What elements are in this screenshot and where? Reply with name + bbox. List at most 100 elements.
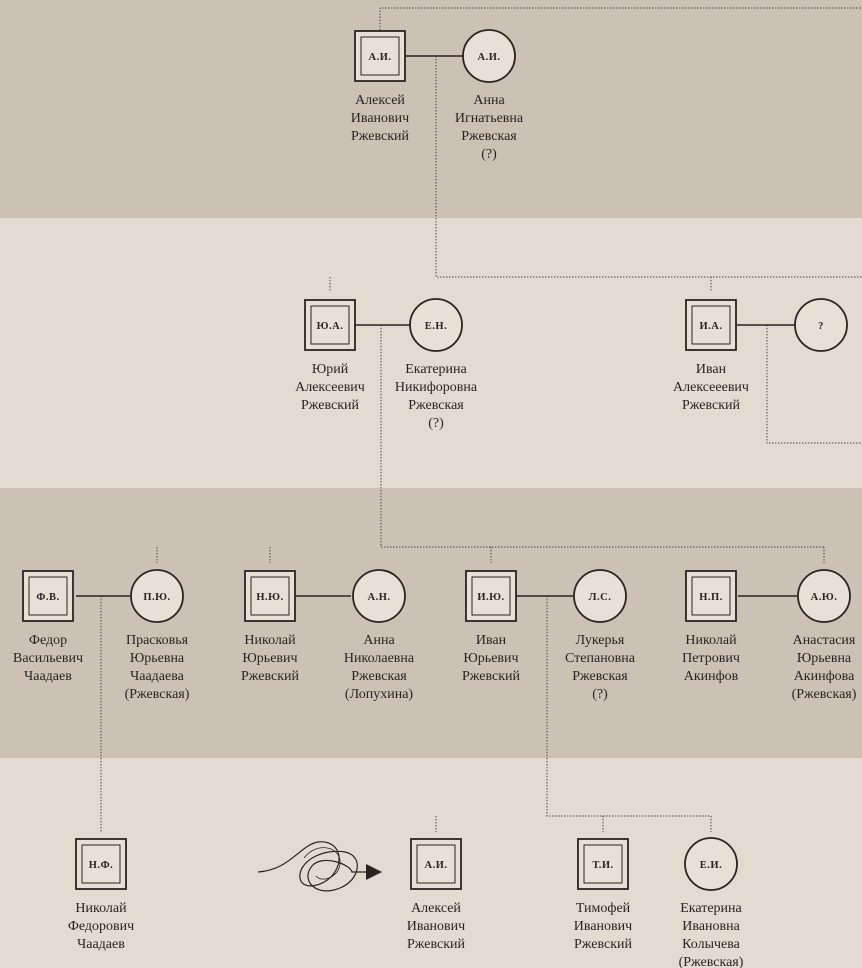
person-name-line: Чаадаева (130, 669, 185, 684)
person-name-line: Игнатьевна (455, 111, 524, 126)
person-name-line: (Ржевская) (125, 687, 190, 702)
male-square-outer (685, 299, 737, 351)
person-initials: А.Н. (368, 592, 391, 603)
male-square-icon (686, 300, 736, 350)
male-square-inner (81, 844, 121, 884)
generation-band-1 (0, 0, 862, 218)
female-circle-icon (462, 29, 516, 83)
descent-line-gen2 (380, 325, 824, 548)
female-circle-icon (684, 837, 738, 891)
person-initials: Н.Ю. (256, 592, 283, 603)
person-name-line: (Ржевская) (679, 955, 744, 968)
person-initials: А.И. (369, 52, 392, 63)
person-initials: Ф.В. (36, 592, 59, 603)
person-initials: ? (818, 321, 824, 332)
person-name-line: Акинфова (794, 669, 855, 684)
person-name-line: Степановна (565, 651, 636, 666)
person-nodes: А.И.АлексейИвановичРжевскийА.И.АннаИгнат… (13, 29, 857, 968)
male-square-icon (245, 571, 295, 621)
descent-lines (100, 7, 862, 832)
person-name-line: Васильевич (13, 651, 83, 666)
person-name-line: Прасковья (126, 633, 189, 648)
person-name-line: Иванович (351, 111, 409, 126)
male-square-inner (471, 576, 511, 616)
male-square-outer (685, 570, 737, 622)
person-q: ? (794, 298, 848, 352)
generation-band-3 (0, 488, 862, 758)
person-initials: А.И. (478, 52, 501, 63)
person-name-line: Ржевская (461, 129, 517, 144)
person-initials: Ю.А. (317, 321, 344, 332)
person-name-line: Иван (476, 633, 507, 648)
female-circle-icon (352, 569, 406, 623)
generation-band-2 (0, 218, 862, 488)
male-square-icon (76, 839, 126, 889)
person-name-line: Петрович (682, 651, 740, 666)
person-initials: Т.И. (592, 860, 613, 871)
marriage-lines (76, 55, 797, 597)
person-name-line: Юрий (312, 362, 349, 377)
male-square-inner (360, 36, 400, 76)
male-square-inner (310, 305, 350, 345)
male-square-outer (244, 570, 296, 622)
person-name-line: Николай (244, 633, 296, 648)
female-circle-icon (573, 569, 627, 623)
male-square-icon (578, 839, 628, 889)
person-name-line: (?) (481, 147, 497, 162)
person-name-line: (Лопухина) (345, 687, 413, 702)
person-initials: И.Ю. (477, 592, 504, 603)
female-circle-icon (409, 298, 463, 352)
person-initials: И.А. (700, 321, 723, 332)
person-name-line: Тимофей (576, 901, 631, 916)
person-name-line: Ржевский (682, 398, 741, 413)
person-name-line: Ржевский (407, 937, 466, 952)
person-name-line: Ржевский (351, 129, 410, 144)
person-name-line: Ржевская (351, 669, 407, 684)
person-name-line: (?) (428, 416, 444, 431)
person-name-line: Алексей (411, 901, 461, 916)
person-name-line: Анна (363, 633, 395, 648)
male-square-outer (577, 838, 629, 890)
male-square-icon (23, 571, 73, 621)
person-name-line: Юрьевна (797, 651, 852, 666)
male-square-outer (354, 30, 406, 82)
person-initials: Н.П. (699, 592, 723, 603)
person-name-line: Иван (696, 362, 727, 377)
male-square-icon (355, 31, 405, 81)
person-name-line: Алексей (355, 93, 405, 108)
male-square-icon (466, 571, 516, 621)
person-name-line: Николай (75, 901, 127, 916)
person-name-line: Чаадаев (77, 937, 125, 952)
person-name-line: Екатерина (405, 362, 467, 377)
person-name-line: (?) (592, 687, 608, 702)
person-name-line: Анастасия (793, 633, 856, 648)
descent-line-top (379, 7, 862, 30)
male-square-inner (28, 576, 68, 616)
female-circle-icon (130, 569, 184, 623)
person-initials: Е.Н. (425, 321, 447, 332)
person-name-line: Федорович (68, 919, 134, 934)
male-square-outer (304, 299, 356, 351)
person-name-line: Акинфов (684, 669, 739, 684)
person-name-line: Николаевна (344, 651, 415, 666)
flourish-arrow-icon (257, 841, 382, 892)
female-circle-icon (794, 298, 848, 352)
person-initials: П.Ю. (143, 592, 170, 603)
person-initials: А.Ю. (811, 592, 838, 603)
person-name-line: Юрьевич (242, 651, 297, 666)
male-square-inner (691, 305, 731, 345)
